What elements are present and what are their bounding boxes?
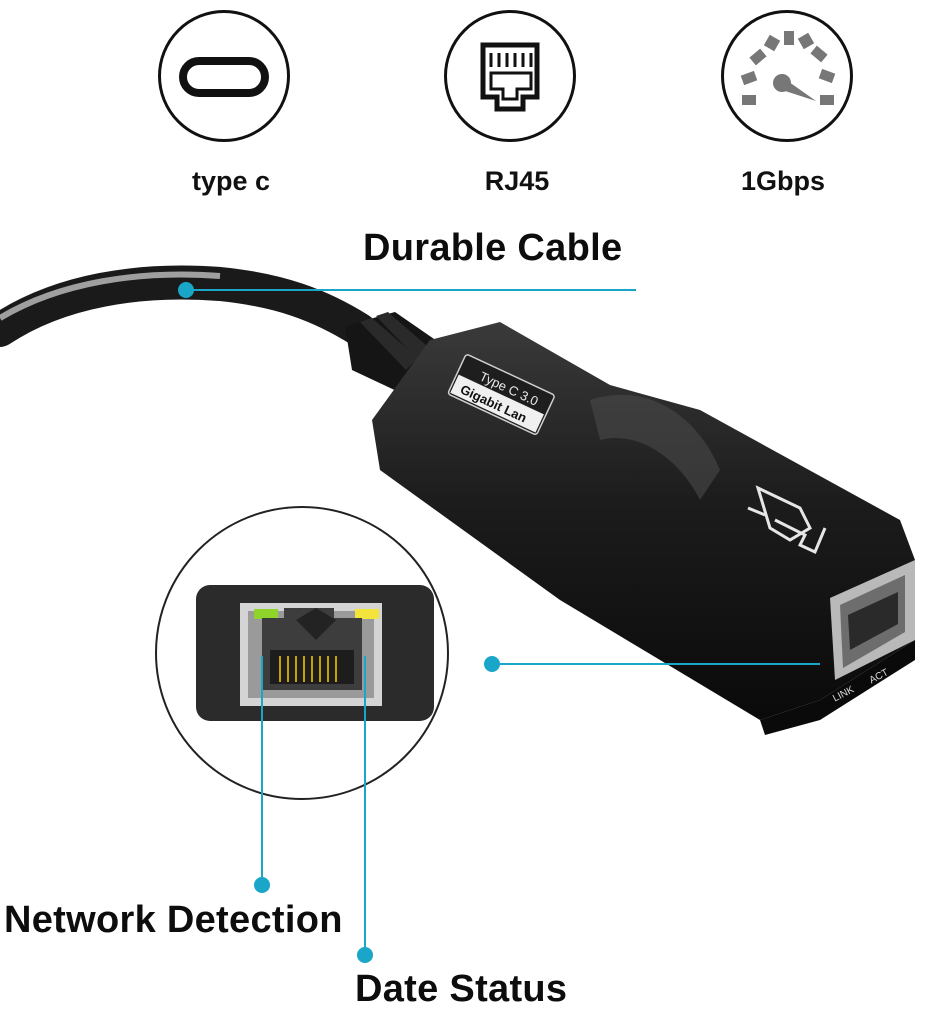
data-status-label: Date Status: [355, 968, 568, 1010]
feature-label-type-c: type c: [191, 166, 271, 196]
network-icon: [747, 485, 827, 555]
act-led: [355, 609, 379, 619]
speed-feature-circle: [721, 10, 853, 142]
network-detection-label: Network Detection: [4, 899, 343, 941]
rj45-feature-circle: [444, 10, 576, 142]
link-led: [254, 609, 278, 619]
usb-c-feature-circle: [158, 10, 290, 142]
device-label-badge: [447, 354, 555, 435]
port-dot: [484, 656, 500, 672]
rj45-port: [830, 560, 915, 680]
durable-cable-label: Durable Cable: [363, 227, 623, 269]
durable-cable-dot: [178, 282, 194, 298]
feature-label-rj45: RJ45: [484, 166, 550, 196]
cable: [0, 265, 377, 347]
usb-c-port-icon: [179, 57, 269, 97]
rj45-port-icon: [480, 42, 540, 112]
data-status-dot: [357, 947, 373, 963]
network-detection-dot: [254, 877, 270, 893]
feature-label-speed: 1Gbps: [740, 166, 826, 196]
speedometer-icon: [740, 31, 836, 105]
